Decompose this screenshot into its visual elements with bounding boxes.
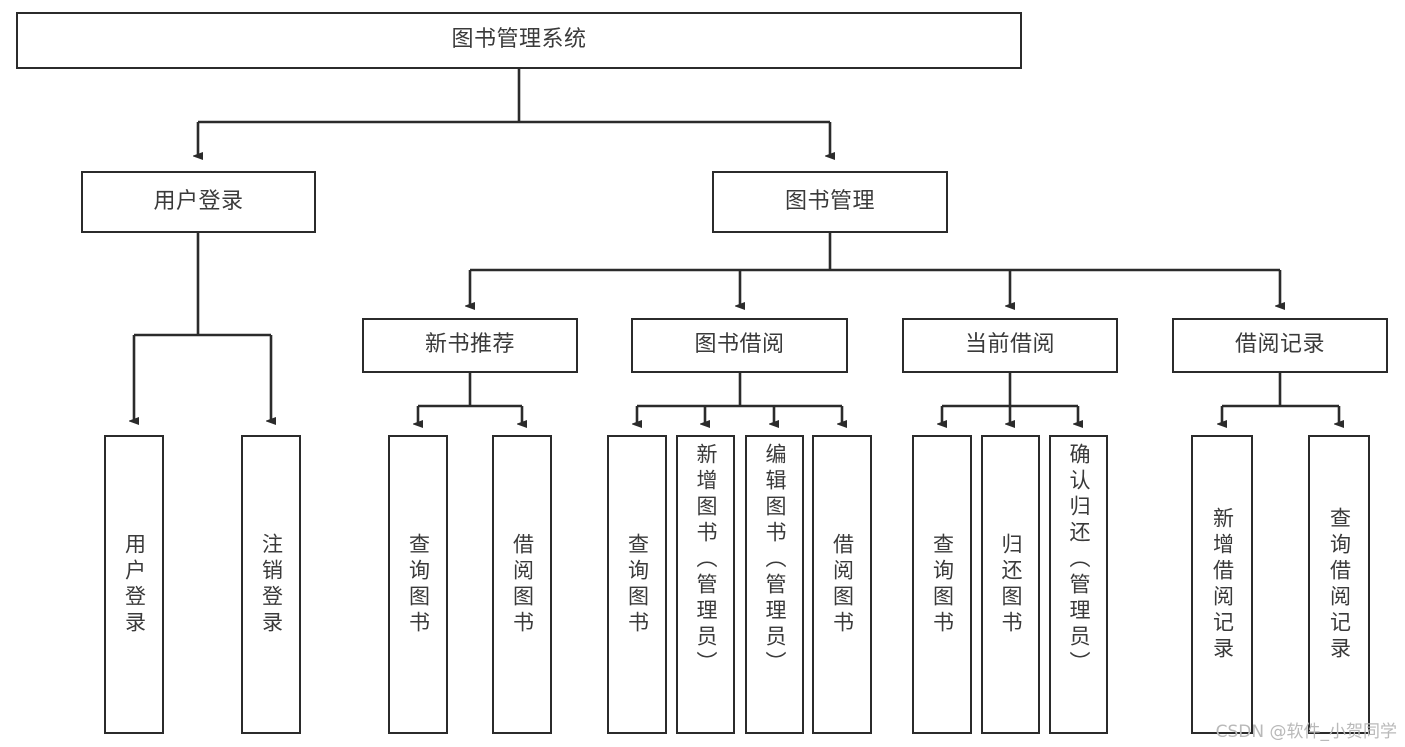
node-label: 查询图书 <box>930 532 955 637</box>
connector-group-new-book <box>418 373 522 424</box>
leaf-borrow-book-newrec[interactable]: 借阅图书 <box>492 435 552 734</box>
node-borrow-record[interactable]: 借阅记录 <box>1172 318 1388 373</box>
leaf-confirm-return-admin[interactable]: 确认归还（管理员） <box>1049 435 1108 734</box>
node-label: 新增图书（管理员） <box>694 443 718 677</box>
node-label: 编辑图书（管理员） <box>763 443 787 677</box>
node-label: 借阅图书 <box>830 532 855 637</box>
node-label: 归还图书 <box>999 532 1023 637</box>
node-label: 用户登录 <box>153 188 244 214</box>
connector-group-borrow <box>637 373 842 424</box>
node-label: 图书管理 <box>784 188 875 214</box>
leaf-user-login[interactable]: 用户登录 <box>104 435 164 734</box>
node-book-management[interactable]: 图书管理 <box>712 171 948 233</box>
leaf-add-book-admin[interactable]: 新增图书（管理员） <box>676 435 735 734</box>
connector-group-current-borrow <box>942 373 1078 424</box>
node-label: 借阅图书 <box>510 532 535 637</box>
node-current-borrow[interactable]: 当前借阅 <box>902 318 1118 373</box>
node-label: 查询图书 <box>406 532 431 637</box>
node-label: 图书借阅 <box>694 332 785 358</box>
node-label: 查询图书 <box>625 532 650 637</box>
leaf-add-borrow-record[interactable]: 新增借阅记录 <box>1191 435 1253 734</box>
node-label: 注销登录 <box>259 532 284 637</box>
connector-group-book-manage <box>470 233 1280 306</box>
node-book-borrow[interactable]: 图书借阅 <box>631 318 848 373</box>
leaf-borrow-book-borrow[interactable]: 借阅图书 <box>812 435 872 734</box>
node-new-book-recommend[interactable]: 新书推荐 <box>362 318 578 373</box>
connector-group-root <box>198 69 830 156</box>
leaf-query-book-newrec[interactable]: 查询图书 <box>388 435 448 734</box>
node-label: 用户登录 <box>122 532 147 637</box>
leaf-query-book-current[interactable]: 查询图书 <box>912 435 972 734</box>
leaf-logout[interactable]: 注销登录 <box>241 435 301 734</box>
leaf-return-book[interactable]: 归还图书 <box>981 435 1040 734</box>
leaf-query-book-borrow[interactable]: 查询图书 <box>607 435 667 734</box>
node-label: 图书管理系统 <box>451 27 587 53</box>
node-label: 确认归还（管理员） <box>1067 443 1091 677</box>
node-user-login[interactable]: 用户登录 <box>81 171 316 233</box>
node-label: 新书推荐 <box>424 332 515 358</box>
node-label: 当前借阅 <box>964 332 1055 358</box>
node-label: 新增借阅记录 <box>1210 506 1235 663</box>
node-root-book-management-system[interactable]: 图书管理系统 <box>16 12 1022 69</box>
leaf-query-borrow-record[interactable]: 查询借阅记录 <box>1308 435 1370 734</box>
node-label: 查询借阅记录 <box>1327 506 1352 663</box>
connector-group-user-login <box>134 233 271 421</box>
node-label: 借阅记录 <box>1234 332 1325 358</box>
connector-group-borrow-record <box>1222 373 1339 424</box>
leaf-edit-book-admin[interactable]: 编辑图书（管理员） <box>745 435 804 734</box>
